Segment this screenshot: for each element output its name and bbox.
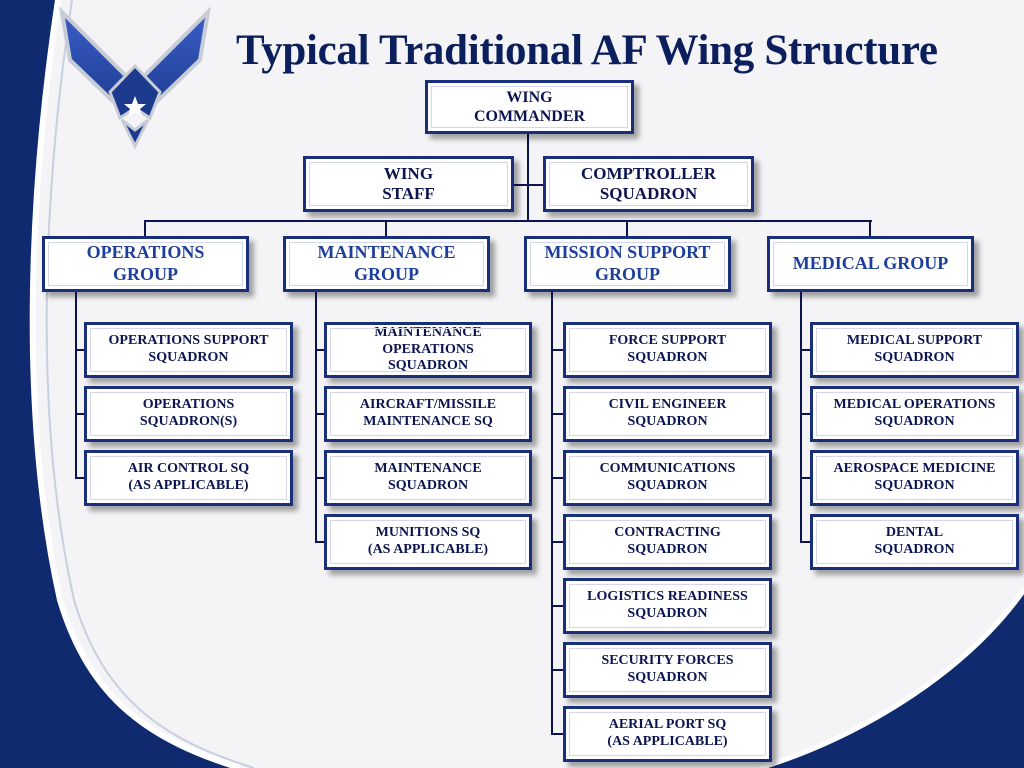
- staff-connector: [511, 184, 545, 186]
- group-box-0-label: OPERATIONS GROUP: [86, 242, 205, 284]
- wing-commander-box-label: WING COMMANDER: [473, 88, 586, 125]
- group-spine-1: [315, 292, 317, 542]
- unit-box-3-2-label: AEROSPACE MEDICINE SQUADRON: [833, 461, 996, 493]
- air-force-symbol-icon: [59, 6, 211, 150]
- unit-box-2-5: SECURITY FORCES SQUADRON: [563, 642, 772, 698]
- group-box-1: MAINTENANCE GROUP: [283, 236, 490, 292]
- unit-box-2-1: CIVIL ENGINEER SQUADRON: [563, 386, 772, 442]
- group-drop-0: [144, 220, 146, 238]
- unit-box-2-3: CONTRACTING SQUADRON: [563, 514, 772, 570]
- wing-commander-box: WING COMMANDER: [425, 80, 634, 134]
- unit-box-2-4-label: LOGISTICS READINESS SQUADRON: [587, 589, 748, 621]
- group-spine-3: [800, 292, 802, 542]
- group-box-3: MEDICAL GROUP: [767, 236, 974, 292]
- unit-connector-1-3: [315, 541, 324, 543]
- unit-box-0-0-label: OPERATIONS SUPPORT SQUADRON: [108, 333, 269, 365]
- unit-connector-3-0: [800, 349, 810, 351]
- group-box-0: OPERATIONS GROUP: [42, 236, 249, 292]
- unit-connector-3-3: [800, 541, 810, 543]
- unit-box-2-6: AERIAL PORT SQ (AS APPLICABLE): [563, 706, 772, 762]
- group-box-2-label: MISSION SUPPORT GROUP: [544, 242, 711, 284]
- unit-box-3-1: MEDICAL OPERATIONS SQUADRON: [810, 386, 1019, 442]
- unit-box-0-1: OPERATIONS SQUADRON(S): [84, 386, 293, 442]
- unit-box-0-2: AIR CONTROL SQ (AS APPLICABLE): [84, 450, 293, 506]
- unit-box-1-1-label: AIRCRAFT/MISSILE MAINTENANCE SQ: [359, 397, 497, 429]
- unit-connector-2-6: [551, 733, 563, 735]
- unit-box-1-3: MUNITIONS SQ (AS APPLICABLE): [324, 514, 532, 570]
- unit-box-2-2: COMMUNICATIONS SQUADRON: [563, 450, 772, 506]
- unit-connector-1-1: [315, 413, 324, 415]
- left-accent-curve: [29, 0, 241, 768]
- comptroller-squadron-box-label: COMPTROLLER SQUADRON: [580, 163, 717, 203]
- unit-box-2-2-label: COMMUNICATIONS SQUADRON: [599, 461, 736, 493]
- unit-box-1-0: MAINTENANCE OPERATIONS SQUADRON: [324, 322, 532, 378]
- group-box-1-label: MAINTENANCE GROUP: [317, 242, 456, 284]
- group-spine-0: [75, 292, 77, 478]
- unit-box-2-3-label: CONTRACTING SQUADRON: [614, 525, 721, 557]
- wing-staff-box-label: WING STAFF: [382, 163, 435, 203]
- unit-box-1-0-label: MAINTENANCE OPERATIONS SQUADRON: [374, 324, 482, 374]
- unit-connector-1-0: [315, 349, 324, 351]
- unit-connector-2-4: [551, 605, 563, 607]
- unit-box-3-3: DENTAL SQUADRON: [810, 514, 1019, 570]
- unit-box-3-0: MEDICAL SUPPORT SQUADRON: [810, 322, 1019, 378]
- unit-connector-2-0: [551, 349, 563, 351]
- unit-box-2-6-label: AERIAL PORT SQ (AS APPLICABLE): [607, 717, 728, 749]
- unit-box-3-2: AEROSPACE MEDICINE SQUADRON: [810, 450, 1019, 506]
- unit-connector-3-2: [800, 477, 810, 479]
- group-spine-2: [551, 292, 553, 734]
- left-navy-band: [0, 0, 240, 768]
- unit-box-2-0-label: FORCE SUPPORT SQUADRON: [608, 333, 727, 365]
- unit-box-2-1-label: CIVIL ENGINEER SQUADRON: [608, 397, 727, 429]
- unit-box-0-2-label: AIR CONTROL SQ (AS APPLICABLE): [127, 461, 250, 493]
- group-drop-2: [626, 220, 628, 238]
- unit-connector-2-5: [551, 669, 563, 671]
- unit-box-2-0: FORCE SUPPORT SQUADRON: [563, 322, 772, 378]
- group-drop-1: [385, 220, 387, 238]
- wing-staff-box: WING STAFF: [303, 156, 514, 212]
- group-box-3-label: MEDICAL GROUP: [792, 253, 949, 274]
- unit-connector-0-0: [75, 349, 84, 351]
- unit-box-1-2: MAINTENANCE SQUADRON: [324, 450, 532, 506]
- right-navy-swoosh: [760, 590, 1024, 768]
- unit-box-0-1-label: OPERATIONS SQUADRON(S): [139, 397, 238, 429]
- group-box-2: MISSION SUPPORT GROUP: [524, 236, 731, 292]
- unit-box-1-1: AIRCRAFT/MISSILE MAINTENANCE SQ: [324, 386, 532, 442]
- commander-trunk: [527, 132, 529, 220]
- unit-connector-0-2: [75, 477, 84, 479]
- unit-connector-1-2: [315, 477, 324, 479]
- unit-connector-3-1: [800, 413, 810, 415]
- unit-box-2-5-label: SECURITY FORCES SQUADRON: [601, 653, 734, 685]
- comptroller-squadron-box: COMPTROLLER SQUADRON: [543, 156, 754, 212]
- unit-connector-0-1: [75, 413, 84, 415]
- unit-box-1-2-label: MAINTENANCE SQUADRON: [374, 461, 482, 493]
- unit-box-1-3-label: MUNITIONS SQ (AS APPLICABLE): [367, 525, 489, 557]
- unit-box-0-0: OPERATIONS SUPPORT SQUADRON: [84, 322, 293, 378]
- unit-box-2-4: LOGISTICS READINESS SQUADRON: [563, 578, 772, 634]
- unit-box-3-3-label: DENTAL SQUADRON: [874, 525, 955, 557]
- unit-box-3-0-label: MEDICAL SUPPORT SQUADRON: [846, 333, 983, 365]
- left-accent-curve-2: [45, 0, 255, 768]
- unit-connector-2-2: [551, 477, 563, 479]
- unit-connector-2-3: [551, 541, 563, 543]
- right-accent-curve: [759, 588, 1024, 768]
- unit-connector-2-1: [551, 413, 563, 415]
- group-drop-3: [869, 220, 871, 238]
- slide-title: Typical Traditional AF Wing Structure: [236, 27, 938, 74]
- group-bus: [144, 220, 872, 222]
- unit-box-3-1-label: MEDICAL OPERATIONS SQUADRON: [833, 397, 996, 429]
